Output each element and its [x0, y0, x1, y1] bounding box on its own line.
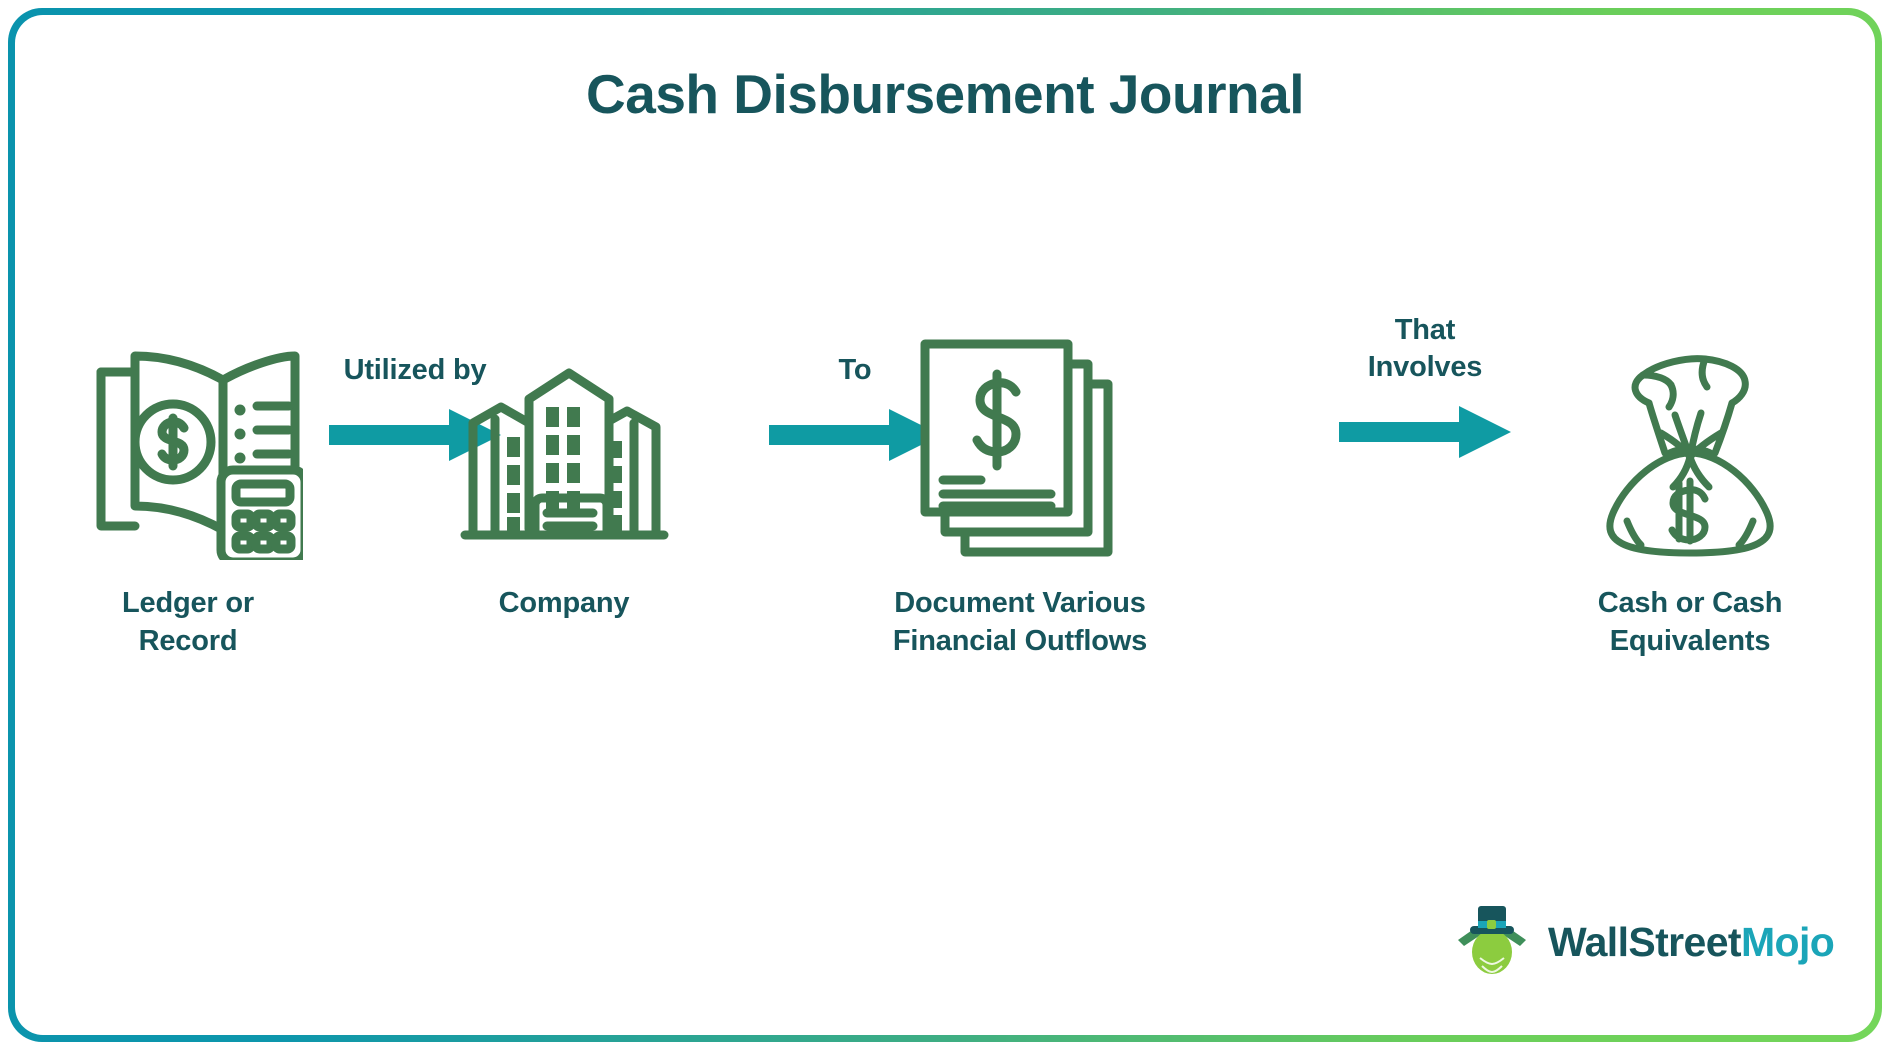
brand-logo-text-primary: WallStreet: [1548, 919, 1742, 965]
brand-logo-text: WallStreetMojo: [1548, 919, 1835, 966]
office-buildings-icon: [414, 320, 714, 560]
flow-node-label: Company: [498, 587, 630, 619]
flow-node-cash-or-cash-equivalents: Cash or Cash Equivalents: [1540, 320, 1840, 661]
arrow-right-icon: [740, 407, 970, 463]
connector-that-involves: That Involves: [1300, 312, 1550, 460]
connector-utilized-by: Utilized by: [300, 352, 530, 463]
arrow-right-icon: [300, 407, 530, 463]
connector-label: That Involves: [1367, 314, 1483, 384]
ledger-book-calculator-icon: [38, 320, 338, 560]
stacked-documents-dollar-icon: [810, 320, 1230, 560]
flow-node-label: Cash or Cash Equivalents: [1597, 587, 1783, 658]
flow-node-document-various-financial-outflows: Document Various Financial Outflows: [810, 320, 1230, 661]
flow-node-label: Ledger or Record: [122, 587, 254, 658]
connector-label: To: [838, 354, 872, 386]
money-bag-dollar-icon: [1540, 320, 1840, 560]
arrow-right-icon: [1300, 404, 1550, 460]
wallstreetmojo-mascot-icon: [1452, 900, 1532, 985]
brand-logo: WallStreetMojo: [1452, 900, 1835, 985]
connector-label: Utilized by: [343, 354, 487, 386]
page-title: Cash Disbursement Journal: [586, 63, 1304, 125]
brand-logo-text-accent: Mojo: [1740, 919, 1835, 965]
flow-diagram: Ledger or Record Utilized by: [0, 300, 1890, 720]
flow-node-ledger-or-record: Ledger or Record: [38, 320, 338, 661]
flow-node-company: Company: [414, 320, 714, 622]
connector-to: To: [740, 352, 970, 463]
flow-node-label: Document Various Financial Outflows: [892, 587, 1148, 658]
